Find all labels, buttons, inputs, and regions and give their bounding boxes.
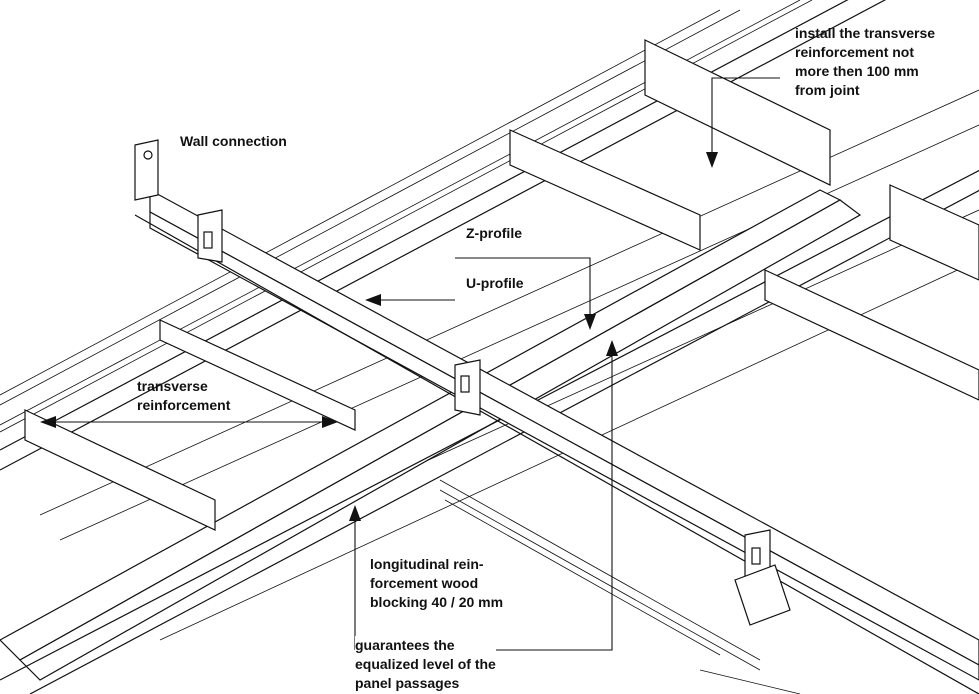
hangers: [454, 359, 791, 626]
u-profile-rail: [134, 188, 979, 694]
panel-comb: [439, 479, 801, 694]
wall-connection-label: Wall connection: [180, 133, 287, 149]
transverse-reinforcement-label: transverse reinforcement: [137, 378, 231, 413]
longitudinal-reinforcement-label: longitudinal rein- forcement wood blocki…: [370, 555, 504, 612]
install-note-label: install the transverse reinforcement not…: [795, 25, 936, 98]
u-profile-label: U-profile: [466, 275, 524, 291]
wall-bracket: [134, 139, 223, 263]
z-profile-rail: [0, 169, 979, 694]
transverse-reinforcement-pieces: [24, 39, 979, 531]
guarantees-label: guarantees the equalized level of the pa…: [355, 636, 496, 693]
z-profile-label: Z-profile: [466, 225, 522, 241]
